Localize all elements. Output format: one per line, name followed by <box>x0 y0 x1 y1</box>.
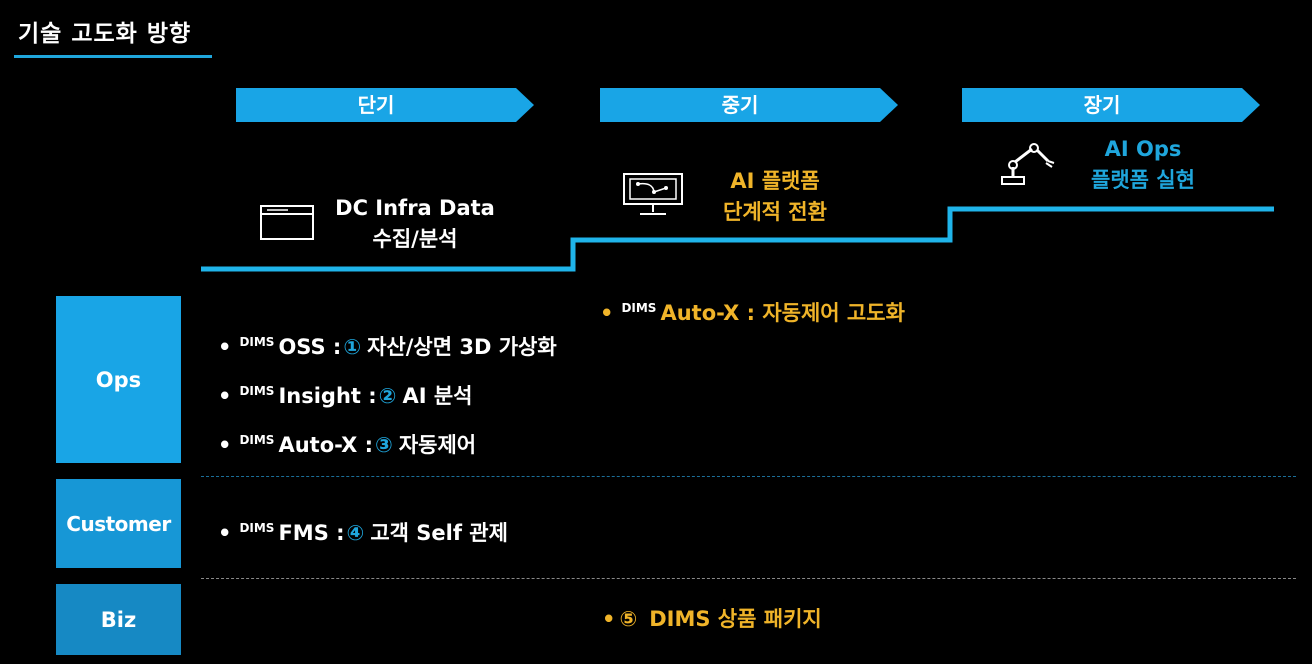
monitor-network-icon <box>622 172 684 222</box>
robot-arm-icon <box>996 143 1060 191</box>
title-underline <box>14 55 212 58</box>
ops-item-desc: 자동제어 <box>398 433 477 457</box>
bullet: • <box>218 335 232 359</box>
bullet: • <box>602 607 616 631</box>
ops-item-name: Insight : <box>278 384 377 408</box>
stage-mid-text: AI 플랫폼 단계적 전환 <box>690 166 860 228</box>
stage-long-text: AI Ops 플랫폼 실현 <box>1070 134 1216 196</box>
stair-step-line <box>201 206 1274 272</box>
biz-item-text: DIMS 상품 패키지 <box>649 607 822 631</box>
bullet: • <box>218 384 232 408</box>
page-title: 기술 고도화 방향 <box>18 21 192 47</box>
number-badge: ① <box>343 335 362 359</box>
bullet: • <box>600 301 614 325</box>
phase-arrow-mid: 중기 <box>600 88 898 122</box>
stage-mid-line2: 단계적 전환 <box>723 200 827 224</box>
biz-item-package: •⑤ DIMS 상품 패키지 <box>602 605 822 633</box>
category-customer: Customer <box>56 479 181 568</box>
phase-arrow-long: 장기 <box>962 88 1260 122</box>
stage-long-line2: 플랫폼 실현 <box>1091 168 1195 192</box>
phase-label-long: 장기 <box>1083 93 1121 117</box>
stage-mid-line1: AI 플랫폼 <box>730 169 820 193</box>
phase-arrow-long-shape <box>962 88 1260 122</box>
category-biz: Biz <box>56 584 181 655</box>
phase-arrow-mid-shape <box>600 88 898 122</box>
ops-item-name: OSS : <box>278 335 342 359</box>
category-ops: Ops <box>56 296 181 463</box>
ops-item-desc: 자산/상면 3D 가상화 <box>367 335 557 359</box>
dims-superscript: DIMS <box>239 521 275 535</box>
browser-window-icon <box>260 205 316 245</box>
phase-arrow-short-shape <box>236 88 534 122</box>
bullet: • <box>218 433 232 457</box>
divider-ops-customer <box>201 476 1296 477</box>
ops-mid-text: Auto-X : 자동제어 고도화 <box>660 301 905 325</box>
dims-superscript: DIMS <box>239 384 275 398</box>
dims-superscript: DIMS <box>239 433 275 447</box>
stage-long-line1: AI Ops <box>1104 137 1182 161</box>
dims-superscript: DIMS <box>239 335 275 349</box>
divider-customer-biz <box>201 578 1296 579</box>
stage-short-line2: 수집/분석 <box>372 227 458 251</box>
phase-label-short: 단기 <box>357 93 395 117</box>
number-badge: ④ <box>346 521 365 545</box>
dims-superscript: DIMS <box>621 301 657 315</box>
phase-label-mid: 중기 <box>721 93 759 117</box>
ops-item-desc: AI 분석 <box>402 384 473 408</box>
number-badge: ⑤ <box>619 607 638 631</box>
customer-item-desc: 고객 Self 관제 <box>370 521 508 545</box>
stage-short-text: DC Infra Data 수집/분석 <box>320 193 510 255</box>
bullet: • <box>218 521 232 545</box>
number-badge: ③ <box>375 433 393 457</box>
phase-arrow-short: 단기 <box>236 88 534 122</box>
ops-item-name: Auto-X : <box>278 433 374 457</box>
customer-item-name: FMS : <box>278 521 345 545</box>
stage-short-line1: DC Infra Data <box>335 196 495 220</box>
number-badge: ② <box>378 384 397 408</box>
